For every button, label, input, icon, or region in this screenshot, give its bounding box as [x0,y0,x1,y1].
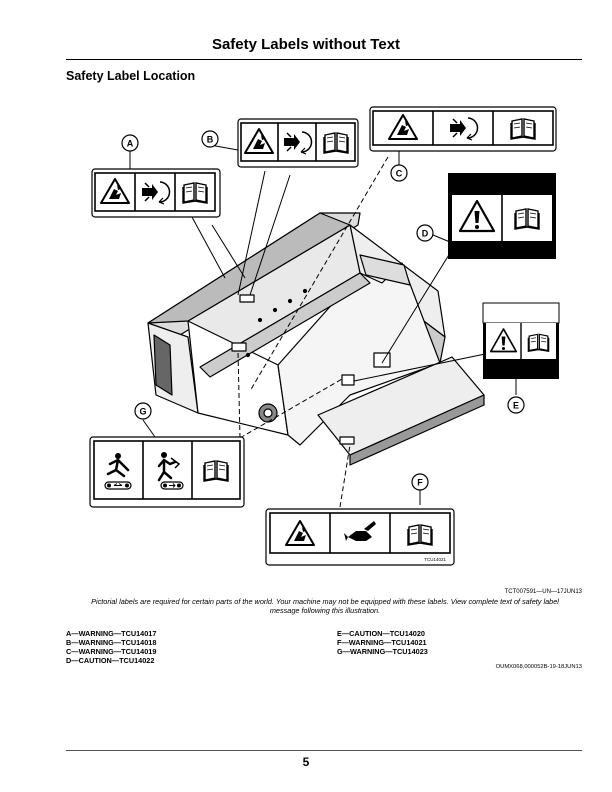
callout-a-letter: A [127,139,134,149]
figure-id: TCT007591—UN—17JUN13 [504,589,582,595]
callout-g: G [134,402,152,420]
footer-rule [66,750,582,751]
callout-d-letter: D [422,229,429,239]
legend-item: C—WARNING—TCU14019 [66,647,157,656]
legend-item: F—WARNING—TCU14021 [337,638,427,647]
document-code: OUMX068,000052B-19-18JUN13 [495,664,582,670]
legend-right: E—CAUTION—TCU14020 F—WARNING—TCU14021 G—… [337,629,428,656]
safety-label-a [91,168,221,218]
legend-item: G—WARNING—TCU14023 [337,647,428,656]
callout-f: F [411,473,429,491]
legend-left: A—WARNING—TCU14017 B—WARNING—TCU14018 C—… [66,629,156,665]
callout-d: D [416,224,434,242]
callout-e-letter: E [513,401,519,411]
callout-b-letter: B [207,135,214,145]
machine-body [147,212,485,466]
safety-label-b [237,118,359,168]
callout-b: B [201,130,219,148]
callouts: A B C D E F G [121,130,525,491]
callout-a: A [121,134,139,152]
title-rule [66,59,582,60]
page-title: Safety Labels without Text [211,36,401,53]
safety-label-e [482,302,560,379]
section-heading: Safety Label Location [66,69,196,83]
page-number: 5 [302,755,310,769]
legend-item: D—CAUTION—TCU14022 [66,656,155,665]
figure-caption: Pictorial labels are required for certai… [91,597,559,615]
callout-f-letter: F [417,478,423,488]
legend-item: E—CAUTION—TCU14020 [337,629,425,638]
safety-label-d [448,173,556,259]
callout-c: C [390,164,408,182]
legend-item: B—WARNING—TCU14018 [66,638,157,647]
callout-c-letter: C [396,169,403,179]
legend-item: A—WARNING—TCU14017 [66,629,157,638]
callout-g-letter: G [139,407,146,417]
callout-e: E [507,396,525,414]
safety-label-c [369,106,557,152]
safety-label-g [89,436,245,508]
label-code-f: TCU14021 [424,557,446,562]
safety-label-f: TCU14021 [265,508,455,566]
safety-label-illustration: TCU14021 A B C D E F G [89,106,560,566]
